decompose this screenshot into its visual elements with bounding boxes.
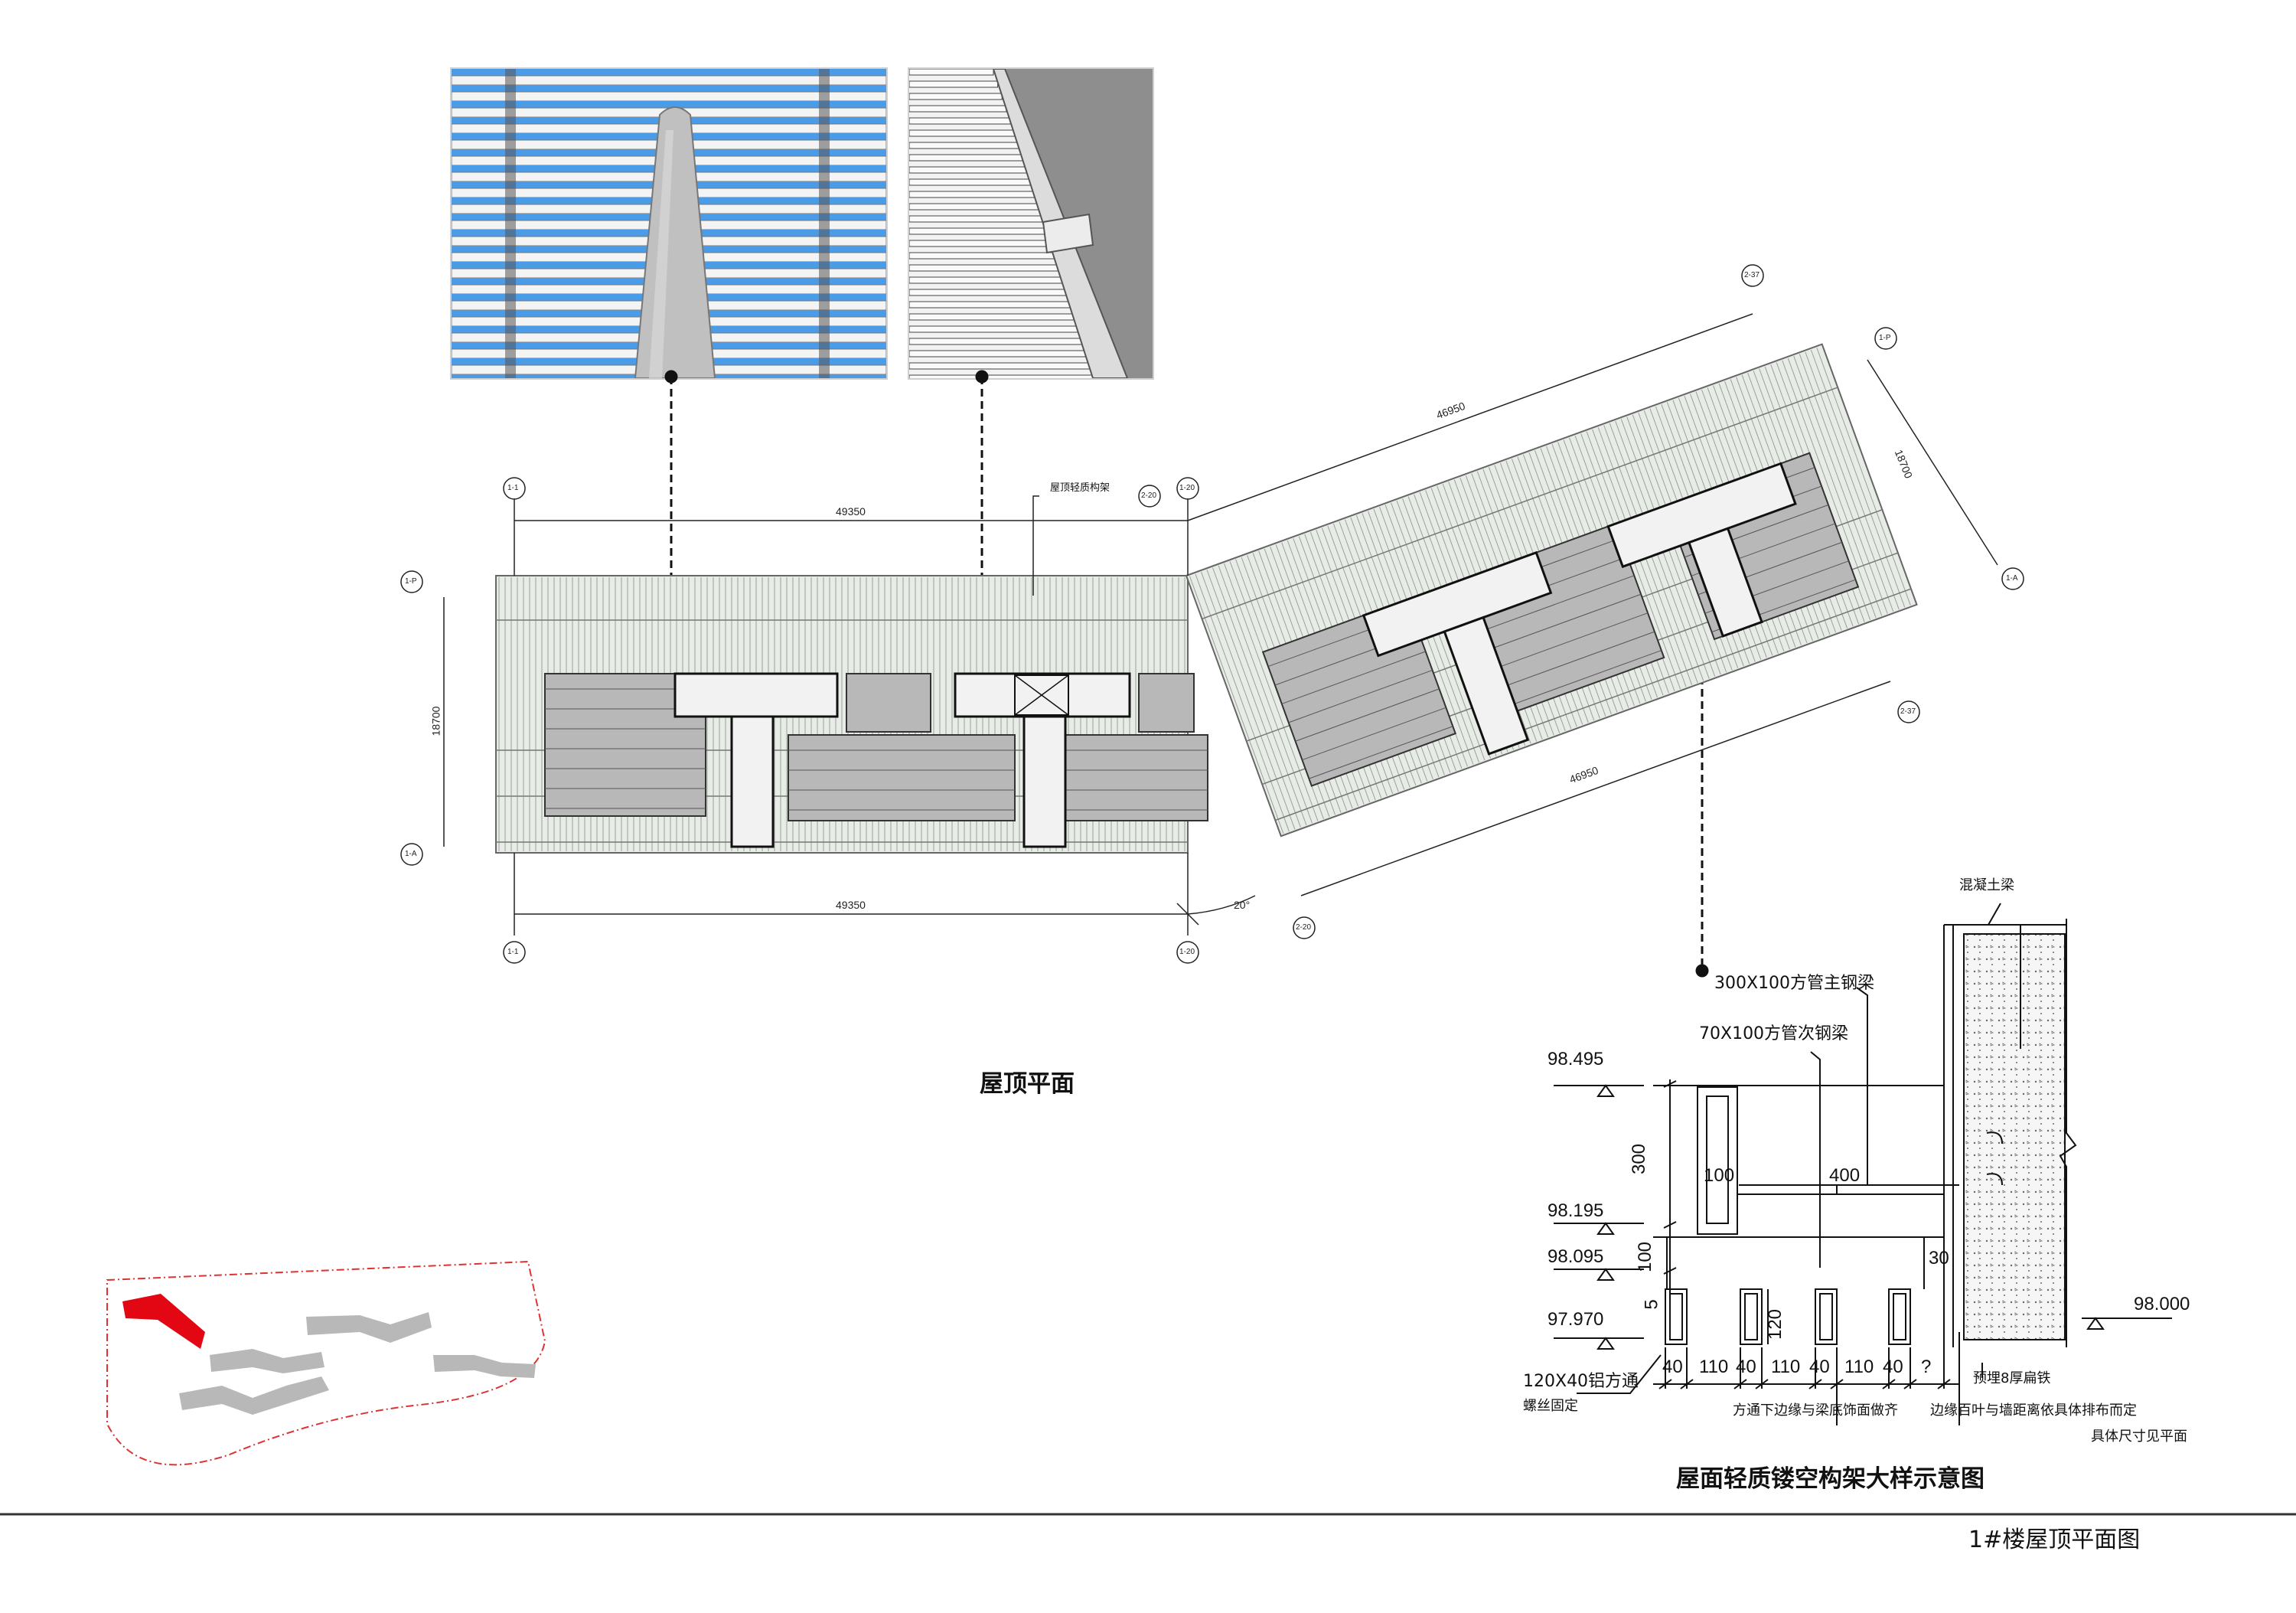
- plan-dimensions: [443, 313, 1998, 935]
- dim-angle: 20°: [1234, 899, 1251, 911]
- dim-row-4: 40: [1809, 1357, 1830, 1377]
- secondary-beam-label: 70X100方管次钢梁: [1699, 1024, 1849, 1043]
- frame-label-leader: [1032, 495, 1039, 596]
- axis-left-top: 1-P: [405, 577, 417, 586]
- dim-row-5: 110: [1844, 1357, 1874, 1377]
- dim-left-depth: 18700: [429, 706, 442, 736]
- concrete-beam-label: 混凝土梁: [1959, 877, 2014, 893]
- dim-5: 5: [1641, 1299, 1662, 1310]
- plan-left-wing: [495, 575, 1208, 854]
- dim-100-vertical: 100: [1635, 1241, 1656, 1273]
- axis-left-bottom: 1-A: [405, 850, 417, 858]
- axis-mid-top: 1-20: [1179, 484, 1195, 492]
- sheet-title: 1#楼屋顶平面图: [1968, 1526, 2141, 1553]
- key-site-plan: [106, 1260, 546, 1466]
- site-building-highlight: [122, 1294, 205, 1349]
- aluminum-tube-label: 120X40铝方通: [1523, 1372, 1639, 1391]
- dim-row-2: 40: [1736, 1357, 1756, 1377]
- elevation-98000: 98.000: [2134, 1294, 2190, 1314]
- axis-right-top: 2-37: [1744, 271, 1760, 279]
- dim-400: 400: [1829, 1165, 1861, 1186]
- dim-bottom-left: 49350: [836, 899, 866, 911]
- roof-frame-label: 屋顶轻质构架: [1050, 482, 1110, 494]
- axis-mid-bottom2: 2-20: [1296, 923, 1312, 932]
- detail-title: 屋面轻质镂空构架大样示意图: [1676, 1465, 1985, 1493]
- axis-bubbles: [400, 264, 2024, 964]
- embedded-plate-label: 预埋8厚扁铁: [1973, 1370, 2051, 1386]
- elevation-98195: 98.195: [1548, 1200, 1604, 1221]
- plan-right-wing: [1185, 343, 1918, 838]
- bottom-align-note: 方通下边缘与梁底饰面做齐: [1733, 1402, 1898, 1419]
- dim-30: 30: [1929, 1248, 1949, 1269]
- plan-title: 屋顶平面: [980, 1070, 1075, 1098]
- dim-300: 300: [1629, 1143, 1650, 1175]
- size-note: 具体尺寸见平面: [2091, 1429, 2187, 1445]
- render-louver-column: [450, 67, 888, 380]
- render-louver-column-svg: [452, 69, 886, 378]
- dim-row-0: 40: [1662, 1357, 1683, 1377]
- elevation-98095: 98.095: [1548, 1246, 1604, 1267]
- axis-right-bottom2: 2-37: [1900, 707, 1916, 716]
- edge-spacing-note: 边缘百叶与墙距离依具体排布而定: [1930, 1402, 2137, 1419]
- axis-mid-bottom: 1-20: [1179, 948, 1195, 956]
- dim-120: 120: [1765, 1308, 1786, 1340]
- axis-right-bottom: 1-A: [2006, 574, 2018, 583]
- screw-fix-label: 螺丝固定: [1523, 1398, 1578, 1414]
- render-louver-edge: [908, 67, 1154, 380]
- dim-row-6: 40: [1883, 1357, 1903, 1377]
- dim-row: 40 110 40 110 40 110 40 ?: [1656, 1357, 1978, 1380]
- axis-right-top2: 1-P: [1879, 334, 1891, 342]
- elevation-97970: 97.970: [1548, 1309, 1604, 1330]
- axis-bottom-left: 1-1: [507, 948, 519, 956]
- dim-100-horizontal: 100: [1704, 1165, 1735, 1186]
- main-beam-label: 300X100方管主钢梁: [1714, 974, 1875, 993]
- dim-row-3: 110: [1771, 1357, 1801, 1377]
- axis-mid-top2: 2-20: [1141, 491, 1157, 500]
- render-louver-edge-svg: [909, 69, 1153, 378]
- dim-top-left: 49350: [836, 505, 866, 518]
- dim-row-1: 110: [1699, 1357, 1729, 1377]
- detail-linework: [1554, 903, 2172, 1425]
- elevation-98495: 98.495: [1548, 1049, 1604, 1069]
- axis-top-left: 1-1: [507, 484, 519, 492]
- dim-row-7: ?: [1921, 1357, 1932, 1377]
